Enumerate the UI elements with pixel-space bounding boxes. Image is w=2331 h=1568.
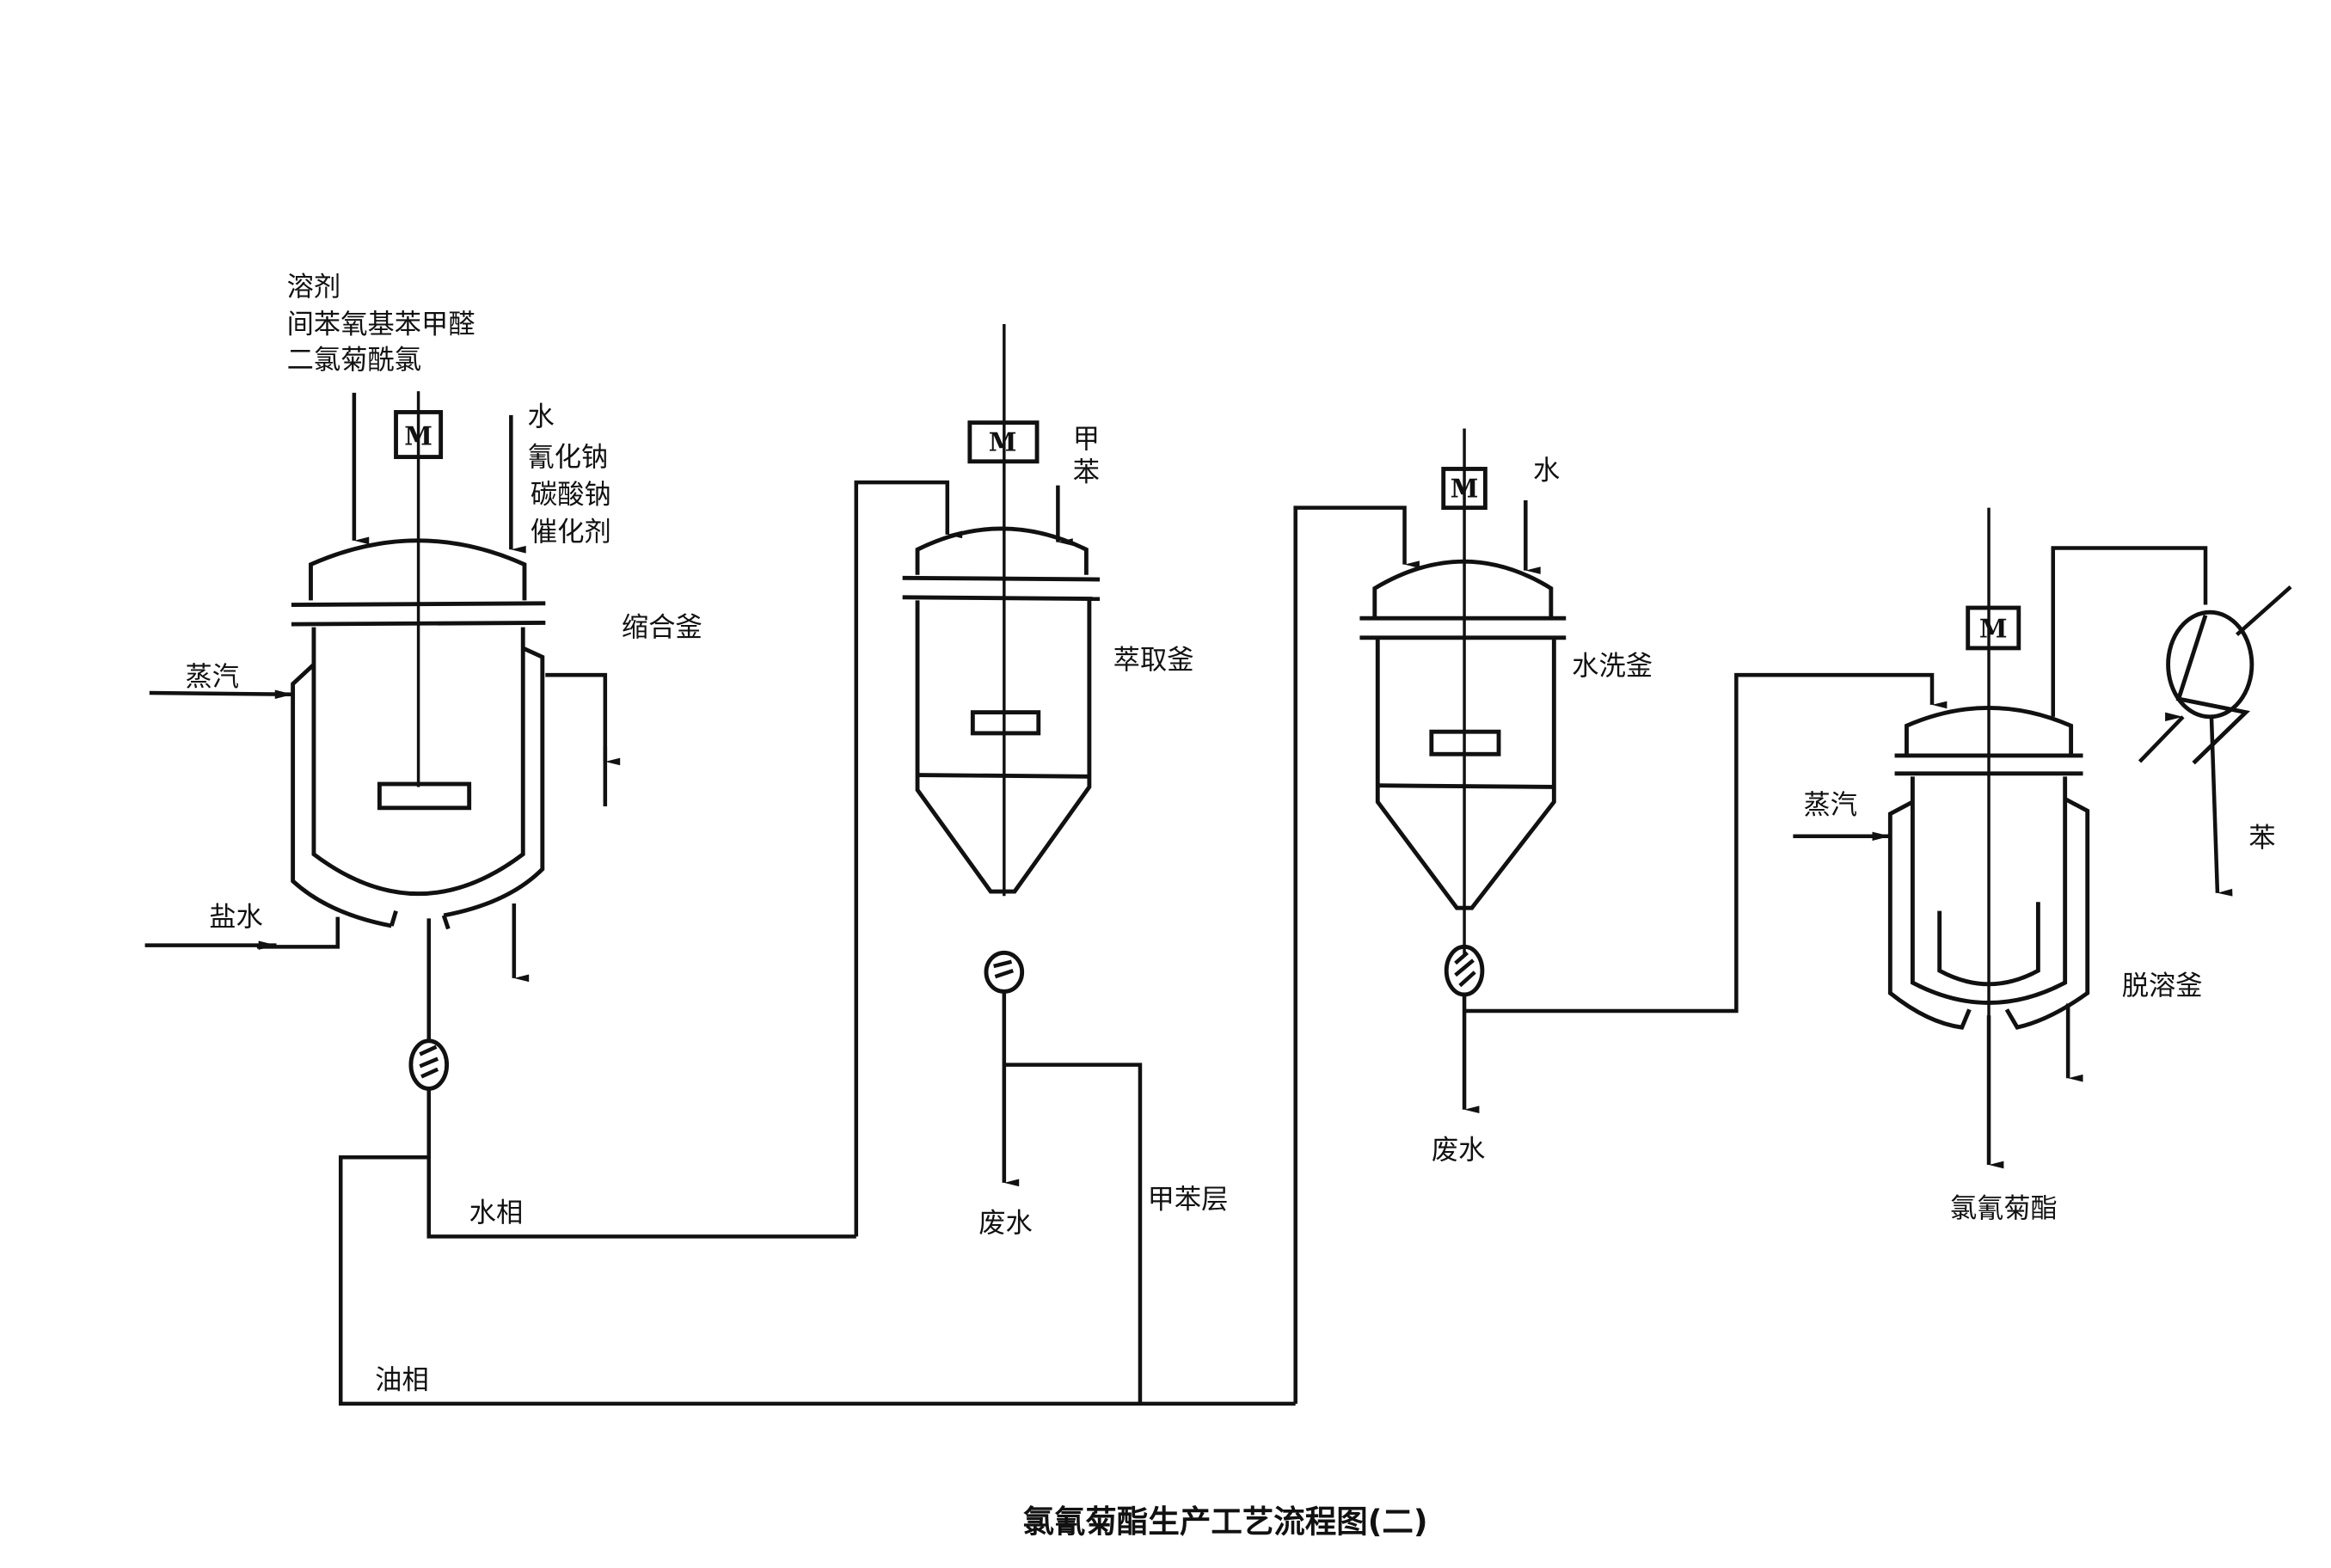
- vessel-body: [311, 627, 525, 896]
- jacket-outlet-top: [545, 672, 621, 766]
- brine-inlet-pipe: [256, 916, 340, 949]
- impeller: [377, 781, 472, 811]
- motor-box: [1966, 605, 2021, 651]
- feed-label-acid-chloride: 二氯菊酰氯: [287, 345, 421, 376]
- product-label: 氯氰菊酯: [1950, 1193, 2058, 1224]
- flange-top: [902, 575, 1101, 582]
- vessel-body: [1910, 776, 2068, 1005]
- benzene-outlet: [2209, 716, 2233, 897]
- feed-label-nacn: 氰化钠: [527, 442, 608, 473]
- washing-kettle: M 水 水洗釜 废水: [1293, 428, 1948, 1404]
- vessel-name-condensation: 缩合釜: [622, 612, 702, 643]
- feed-label-solvent: 溶剂: [287, 272, 341, 303]
- vessel-body: [1375, 639, 1556, 910]
- steam-label: 蒸汽: [185, 661, 239, 692]
- steam-label: 蒸汽: [1804, 790, 1858, 821]
- washed-oil-pipe: [1464, 672, 1948, 1014]
- phase-piping: 水相 油相: [338, 1088, 1296, 1406]
- pump-glyph: [419, 1044, 439, 1079]
- pump-icon: [408, 1038, 450, 1091]
- impeller: [970, 710, 1041, 736]
- motor-label: M: [989, 427, 1017, 457]
- pump-glyph: [993, 959, 1014, 979]
- cone-seam: [1377, 783, 1555, 789]
- brine-label: 盐水: [209, 902, 263, 933]
- oil-phase-label: 油相: [375, 1365, 429, 1396]
- diagram-title: 氯氰菊酯生产工艺流程图(二): [1022, 1503, 1427, 1540]
- flange-bottom: [902, 595, 1101, 602]
- aqueous-phase-label: 水相: [469, 1197, 524, 1228]
- water-feed-label: 水: [1533, 456, 1560, 487]
- vessel-body: [915, 600, 1092, 894]
- motor-label: M: [1451, 473, 1479, 503]
- toluene-layer-pipe: [1003, 1063, 1143, 1404]
- toluene-label-2: 苯: [1073, 456, 1100, 487]
- coolant-inlet-arrow: [2138, 712, 2185, 763]
- aqueous-phase-pipe: [426, 1088, 856, 1239]
- vessel-head: [1372, 559, 1554, 617]
- vapor-line: [2051, 546, 2208, 717]
- vessel-name-washing: 水洗釜: [1572, 651, 1653, 682]
- feed-label-aldehyde: 间苯氧基苯甲醛: [287, 309, 475, 340]
- motor-box: [1441, 467, 1488, 511]
- benzene-label: 苯: [2248, 823, 2275, 854]
- pump-glyph: [1454, 951, 1476, 988]
- impeller: [1429, 729, 1501, 756]
- extraction-kettle: M 甲 苯 萃取釜 废水 甲苯层: [854, 323, 1229, 1404]
- waste-water-label: 废水: [1432, 1135, 1486, 1166]
- vessel-name-extraction: 萃取釜: [1113, 645, 1194, 676]
- anchor-agitator: [1937, 902, 2040, 987]
- cone-seam: [917, 773, 1089, 779]
- vessel-jacket: [1887, 797, 2090, 1030]
- toluene-label-1: 甲: [1073, 424, 1100, 455]
- motor-box: [967, 420, 1040, 464]
- feed-label-water: 水: [527, 401, 554, 432]
- condensation-kettle: M 溶剂 间苯氧基苯甲醛 二氯菊酰氯 水 氰化钠 碳酸钠 催化剂 缩合釜 蒸汽 …: [144, 272, 702, 1091]
- desolvent-kettle: M 蒸汽 苯 脱溶釜 氯氰菊酯: [1793, 507, 2292, 1224]
- aqueous-inlet-pipe: [854, 480, 963, 1237]
- vessel-head: [915, 526, 1089, 575]
- vessel-head: [1905, 706, 2074, 755]
- toluene-layer-label: 甲苯层: [1148, 1184, 1229, 1215]
- feed-label-na2co3: 碳酸钠: [531, 479, 611, 510]
- steam-inlet-arrow: [149, 689, 293, 699]
- coolant-outlet: [2236, 585, 2292, 636]
- oil-phase-loop: [338, 1155, 1296, 1406]
- condenser-coil: [2175, 614, 2250, 765]
- vessel-jacket: [291, 646, 545, 930]
- waste-water-label: 废水: [978, 1208, 1033, 1239]
- oil-phase-pipe: [1293, 505, 1420, 1404]
- feed-label-catalyst: 催化剂: [531, 517, 611, 548]
- condenser-icon: [2166, 609, 2254, 720]
- motor-label: M: [1979, 614, 2008, 644]
- vessel-name-desolvent: 脱溶釜: [2122, 971, 2203, 1001]
